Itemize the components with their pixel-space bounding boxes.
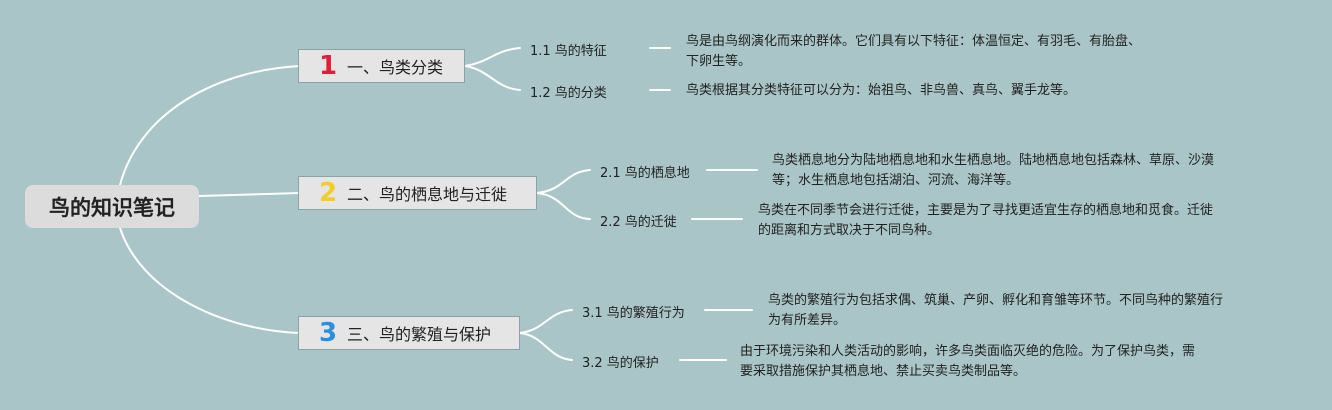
description-2-1: 鸟类栖息地分为陆地栖息地和水生栖息地。陆地栖息地包括森林、草原、沙漠 等；水生栖… (772, 151, 1214, 191)
description-line: 等；水生栖息地包括湖泊、河流、海洋等。 (772, 173, 1020, 188)
description-line: 要采取措施保护其栖息地、禁止买卖鸟类制品等。 (740, 364, 1027, 379)
sub-node-1-2[interactable]: 1.2 鸟的分类 (530, 86, 607, 101)
branch-node-2[interactable]: 2 二、鸟的栖息地与迁徙 (298, 176, 537, 210)
description-line: 鸟类根据其分类特征可以分为：始祖鸟、非鸟兽、真鸟、翼手龙等。 (686, 83, 1077, 98)
sub-node-3-1[interactable]: 3.1 鸟的繁殖行为 (582, 306, 685, 321)
connector-b3-sub1 (519, 309, 573, 334)
description-line: 鸟是由鸟纲演化而来的群体。它们具有以下特征：体温恒定、有羽毛、有胎盘、 (686, 34, 1142, 49)
sub-node-2-2[interactable]: 2.2 鸟的迁徙 (600, 215, 677, 230)
branch-label: 二、鸟的栖息地与迁徙 (347, 185, 508, 204)
description-line: 鸟类的繁殖行为包括求偶、筑巢、产卵、孵化和育雏等环节。不同鸟种的繁殖行 (768, 293, 1224, 308)
number-1-icon: 1 (318, 51, 338, 81)
connector-root-branch-2 (198, 192, 301, 197)
connector-b3-sub2 (519, 332, 573, 361)
connector-root-branch-1 (119, 65, 301, 186)
sub-node-2-1[interactable]: 2.1 鸟的栖息地 (600, 166, 690, 181)
description-line: 的距离和方式取决于不同鸟种。 (758, 223, 941, 238)
description-3-1: 鸟类的繁殖行为包括求偶、筑巢、产卵、孵化和育雏等环节。不同鸟种的繁殖行 为有所差… (768, 291, 1223, 331)
branch-label: 一、鸟类分类 (347, 58, 444, 77)
sub-node-1-1[interactable]: 1.1 鸟的特征 (530, 44, 607, 59)
sub-node-3-2[interactable]: 3.2 鸟的保护 (582, 356, 659, 371)
root-node[interactable]: 鸟的知识笔记 (25, 185, 199, 228)
description-line: 为有所差异。 (768, 313, 847, 328)
branch-node-3[interactable]: 3 三、鸟的繁殖与保护 (298, 316, 520, 350)
number-2-icon: 2 (318, 178, 338, 208)
connector-b2-sub2 (536, 192, 591, 220)
description-line: 下卵生等。 (686, 54, 752, 69)
connector-root-branch-3 (119, 227, 301, 334)
description-line: 鸟类在不同季节会进行迁徙，主要是为了寻找更适宜生存的栖息地和觅食。迁徙 (758, 203, 1214, 218)
description-line: 由于环境污染和人类活动的影响，许多鸟类面临灭绝的危险。为了保护鸟类，需 (740, 344, 1196, 359)
branch-label: 三、鸟的繁殖与保护 (347, 325, 492, 344)
description-2-2: 鸟类在不同季节会进行迁徙，主要是为了寻找更适宜生存的栖息地和觅食。迁徙 的距离和… (758, 201, 1213, 241)
connector-b2-sub1 (536, 169, 591, 194)
branch-node-1[interactable]: 1 一、鸟类分类 (298, 49, 465, 83)
description-1-1: 鸟是由鸟纲演化而来的群体。它们具有以下特征：体温恒定、有羽毛、有胎盘、 下卵生等… (686, 32, 1141, 72)
description-line: 鸟类栖息地分为陆地栖息地和水生栖息地。陆地栖息地包括森林、草原、沙漠 (772, 153, 1215, 168)
number-3-icon: 3 (318, 318, 338, 348)
description-3-2: 由于环境污染和人类活动的影响，许多鸟类面临灭绝的危险。为了保护鸟类，需 要采取措… (740, 342, 1195, 382)
connector-b1-sub2 (464, 65, 521, 91)
description-1-2: 鸟类根据其分类特征可以分为：始祖鸟、非鸟兽、真鸟、翼手龙等。 (686, 81, 1076, 101)
connector-b1-sub1 (464, 47, 521, 67)
